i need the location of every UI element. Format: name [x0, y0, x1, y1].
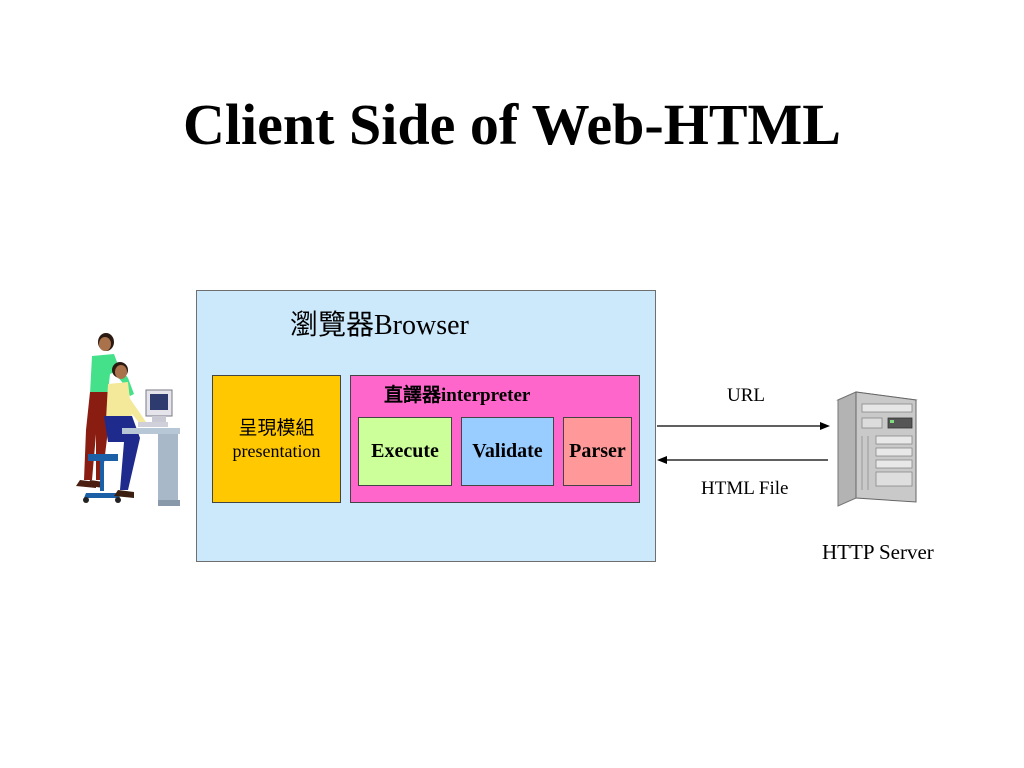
interpreter-label: 直譯器interpreter — [384, 385, 531, 406]
server-tower-icon — [836, 391, 918, 507]
browser-label: 瀏覽器Browser — [290, 310, 469, 341]
page-title: Client Side of Web-HTML — [183, 92, 841, 157]
html-file-label: HTML File — [701, 478, 789, 499]
people-at-computer-icon — [76, 333, 180, 506]
response-arrowhead — [657, 456, 667, 464]
presentation-label-en: presentation — [232, 441, 321, 461]
server-label: HTTP Server — [822, 540, 934, 564]
url-label: URL — [727, 385, 765, 406]
parser-module: Parser — [563, 417, 632, 486]
connection-arrows — [657, 422, 830, 464]
presentation-module: 呈現模組 presentation — [212, 375, 341, 503]
execute-module: Execute — [358, 417, 452, 486]
presentation-label-zh: 呈現模組 — [238, 418, 315, 439]
request-arrowhead — [820, 422, 830, 430]
validate-module: Validate — [461, 417, 554, 486]
